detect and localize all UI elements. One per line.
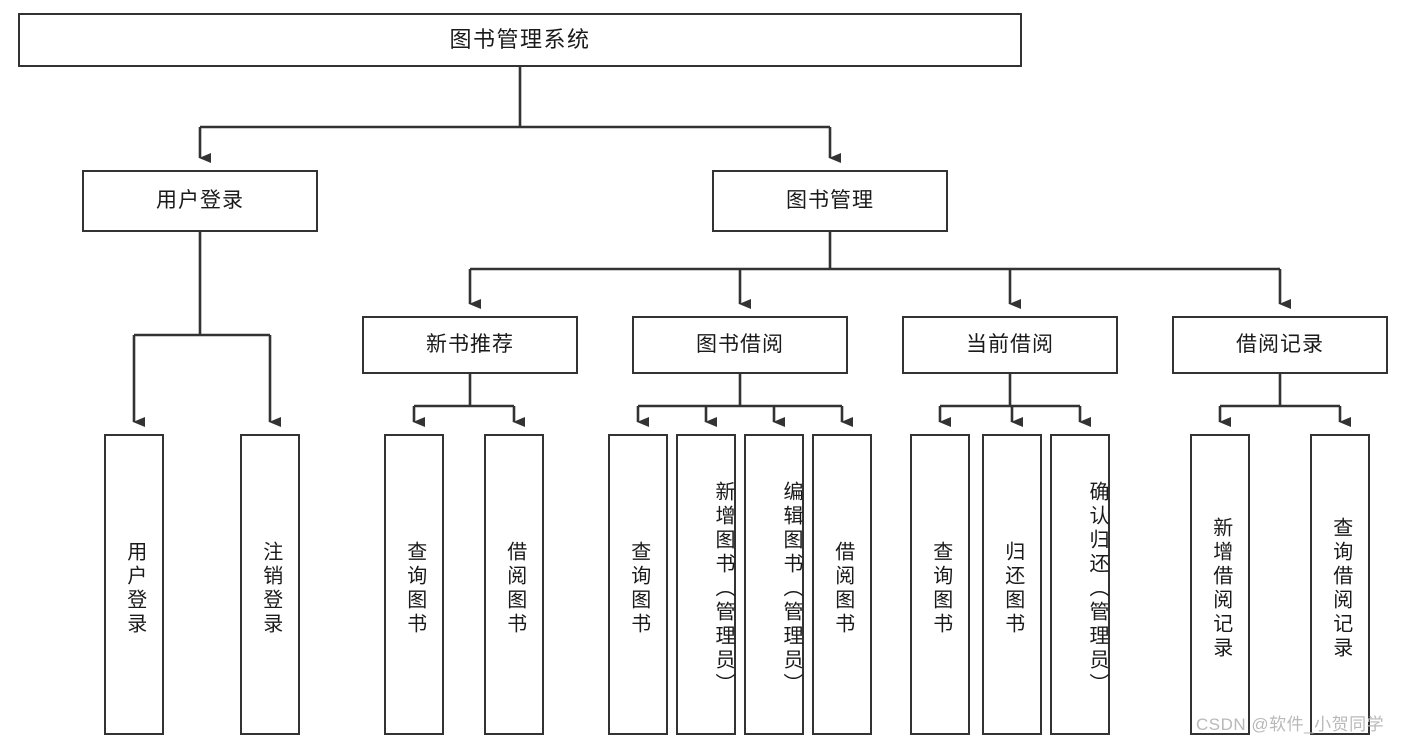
node-book-borrow[interactable]: 图书借阅: [632, 316, 848, 374]
node-new-book-recommend[interactable]: 新书推荐: [362, 316, 578, 374]
node-leaf-query-book-1[interactable]: 查询图书: [384, 434, 444, 735]
node-label: 归还图书: [1001, 540, 1024, 637]
node-current-borrow[interactable]: 当前借阅: [902, 316, 1118, 374]
node-book-management[interactable]: 图书管理: [712, 170, 948, 232]
node-label: 确认归还（管理员）: [1086, 480, 1108, 697]
node-label: 查询图书: [929, 540, 952, 637]
node-user-login[interactable]: 用户登录: [82, 170, 318, 232]
node-leaf-query-book-3[interactable]: 查询图书: [910, 434, 970, 735]
node-label: 当前借阅: [966, 332, 1054, 356]
node-leaf-user-login[interactable]: 用户登录: [104, 434, 164, 735]
node-label: 新书推荐: [426, 332, 514, 356]
node-label: 图书管理: [786, 188, 874, 212]
node-label: 图书管理系统: [449, 27, 591, 53]
node-label: 用户登录: [123, 540, 146, 637]
node-label: 新增图书（管理员）: [712, 480, 734, 697]
node-label: 借阅图书: [831, 540, 854, 637]
node-label: 查询图书: [627, 540, 650, 637]
node-leaf-logout[interactable]: 注销登录: [240, 434, 300, 735]
csdn-watermark: CSDN @软件_小贺同学: [1196, 715, 1385, 734]
node-label: 编辑图书（管理员）: [780, 480, 802, 697]
node-leaf-query-book-2[interactable]: 查询图书: [608, 434, 668, 735]
node-leaf-add-borrow-record[interactable]: 新增借阅记录: [1190, 434, 1250, 735]
node-leaf-borrow-book-1[interactable]: 借阅图书: [484, 434, 544, 735]
node-leaf-query-borrow-record[interactable]: 查询借阅记录: [1310, 434, 1370, 735]
node-label: 新增借阅记录: [1209, 516, 1232, 661]
node-leaf-add-book-admin[interactable]: 新增图书（管理员）: [676, 434, 736, 735]
node-borrow-records[interactable]: 借阅记录: [1172, 316, 1388, 374]
node-label: 用户登录: [156, 188, 244, 212]
node-leaf-return-book[interactable]: 归还图书: [982, 434, 1042, 735]
node-leaf-edit-book-admin[interactable]: 编辑图书（管理员）: [744, 434, 804, 735]
node-root[interactable]: 图书管理系统: [18, 13, 1022, 67]
node-leaf-confirm-return-admin[interactable]: 确认归还（管理员）: [1050, 434, 1110, 735]
node-label: 图书借阅: [696, 332, 784, 356]
node-label: 注销登录: [259, 540, 282, 637]
node-label: 借阅记录: [1236, 332, 1324, 356]
node-label: 借阅图书: [503, 540, 526, 637]
node-leaf-borrow-book-2[interactable]: 借阅图书: [812, 434, 872, 735]
node-label: 查询借阅记录: [1329, 516, 1352, 661]
node-label: 查询图书: [403, 540, 426, 637]
